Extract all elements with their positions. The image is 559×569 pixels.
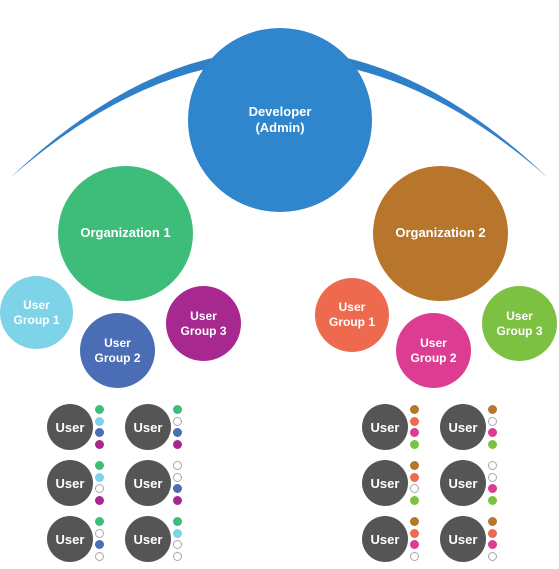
membership-dot-filled (95, 428, 104, 437)
user-node: User (125, 404, 171, 450)
membership-dot-empty (488, 472, 497, 482)
membership-dot-filled (410, 540, 419, 549)
membership-dot-filled (488, 439, 497, 449)
membership-dot-empty (173, 540, 182, 549)
membership-dot-filled (95, 495, 104, 505)
membership-dot-filled (173, 405, 182, 414)
membership-dot-filled (488, 517, 497, 526)
membership-dot-filled (173, 495, 182, 505)
membership-dot-filled (173, 517, 182, 526)
membership-dot-filled (488, 405, 497, 414)
user-node: User (362, 516, 408, 562)
group-label-line1: User (506, 308, 533, 323)
membership-dot-filled (410, 461, 419, 470)
organization-2-label: Organization 2 (395, 225, 486, 241)
membership-dot-filled (95, 540, 104, 549)
membership-dot-filled (488, 528, 497, 538)
membership-dot-empty (173, 551, 182, 561)
group-label-line1: User (420, 335, 447, 350)
user-node: User (47, 460, 93, 506)
group-label-line2: Group 3 (180, 323, 227, 338)
developer-role-label: (Admin) (255, 120, 305, 135)
membership-dot-filled (95, 439, 104, 449)
membership-dot-empty (95, 551, 104, 561)
membership-dot-filled (410, 405, 419, 414)
membership-dot-empty (95, 484, 104, 493)
membership-dot-empty (488, 461, 497, 470)
membership-dot-filled (410, 528, 419, 538)
group-label-line1: User (190, 308, 217, 323)
membership-dot-filled (173, 528, 182, 538)
membership-dot-filled (410, 517, 419, 526)
membership-dot-filled (488, 484, 497, 493)
group-label-line2: Group 2 (94, 350, 141, 365)
membership-dot-empty (410, 484, 419, 493)
membership-dot-empty (173, 461, 182, 470)
group-label-line1: User (104, 335, 131, 350)
membership-dot-filled (95, 472, 104, 482)
membership-dot-filled (488, 540, 497, 549)
membership-dot-filled (488, 495, 497, 505)
organization-1-node: Organization 1 (58, 166, 193, 301)
user-node: User (440, 460, 486, 506)
membership-dot-filled (95, 517, 104, 526)
membership-dot-empty (173, 472, 182, 482)
membership-dot-empty (410, 551, 419, 561)
membership-dot-filled (95, 405, 104, 414)
user-node: User (125, 460, 171, 506)
membership-dot-filled (410, 439, 419, 449)
membership-dot-empty (95, 528, 104, 538)
group-label-line2: Group 1 (13, 312, 60, 327)
developer-label: Developer (248, 103, 312, 119)
membership-dot-filled (410, 472, 419, 482)
group-label-line2: Group 1 (328, 315, 375, 329)
membership-dot-filled (173, 484, 182, 493)
user-node: User (440, 404, 486, 450)
membership-dot-filled (410, 416, 419, 426)
user-node: User (362, 460, 408, 506)
organization-1-label: Organization 1 (80, 225, 171, 241)
membership-dot-filled (173, 428, 182, 437)
group-label-line1: User (338, 300, 366, 314)
membership-dot-empty (173, 416, 182, 426)
group-label-line2: Group 3 (496, 323, 543, 338)
user-node: User (362, 404, 408, 450)
developer-admin-node: Developer (Admin) (188, 28, 372, 212)
user-node: User (125, 516, 171, 562)
membership-dot-filled (410, 495, 419, 505)
user-node: User (440, 516, 486, 562)
membership-dot-empty (488, 551, 497, 561)
user-node: User (47, 404, 93, 450)
group-label-line1: User (23, 297, 50, 312)
membership-dot-filled (95, 461, 104, 470)
membership-dot-filled (173, 439, 182, 449)
membership-dot-filled (95, 416, 104, 426)
group-label-line2: Group 2 (410, 350, 457, 365)
user-node: User (47, 516, 93, 562)
membership-dot-filled (410, 428, 419, 437)
hierarchy-arc (10, 50, 548, 178)
membership-dot-empty (488, 416, 497, 426)
organization-2-node: Organization 2 (373, 166, 508, 301)
membership-dot-filled (488, 428, 497, 437)
